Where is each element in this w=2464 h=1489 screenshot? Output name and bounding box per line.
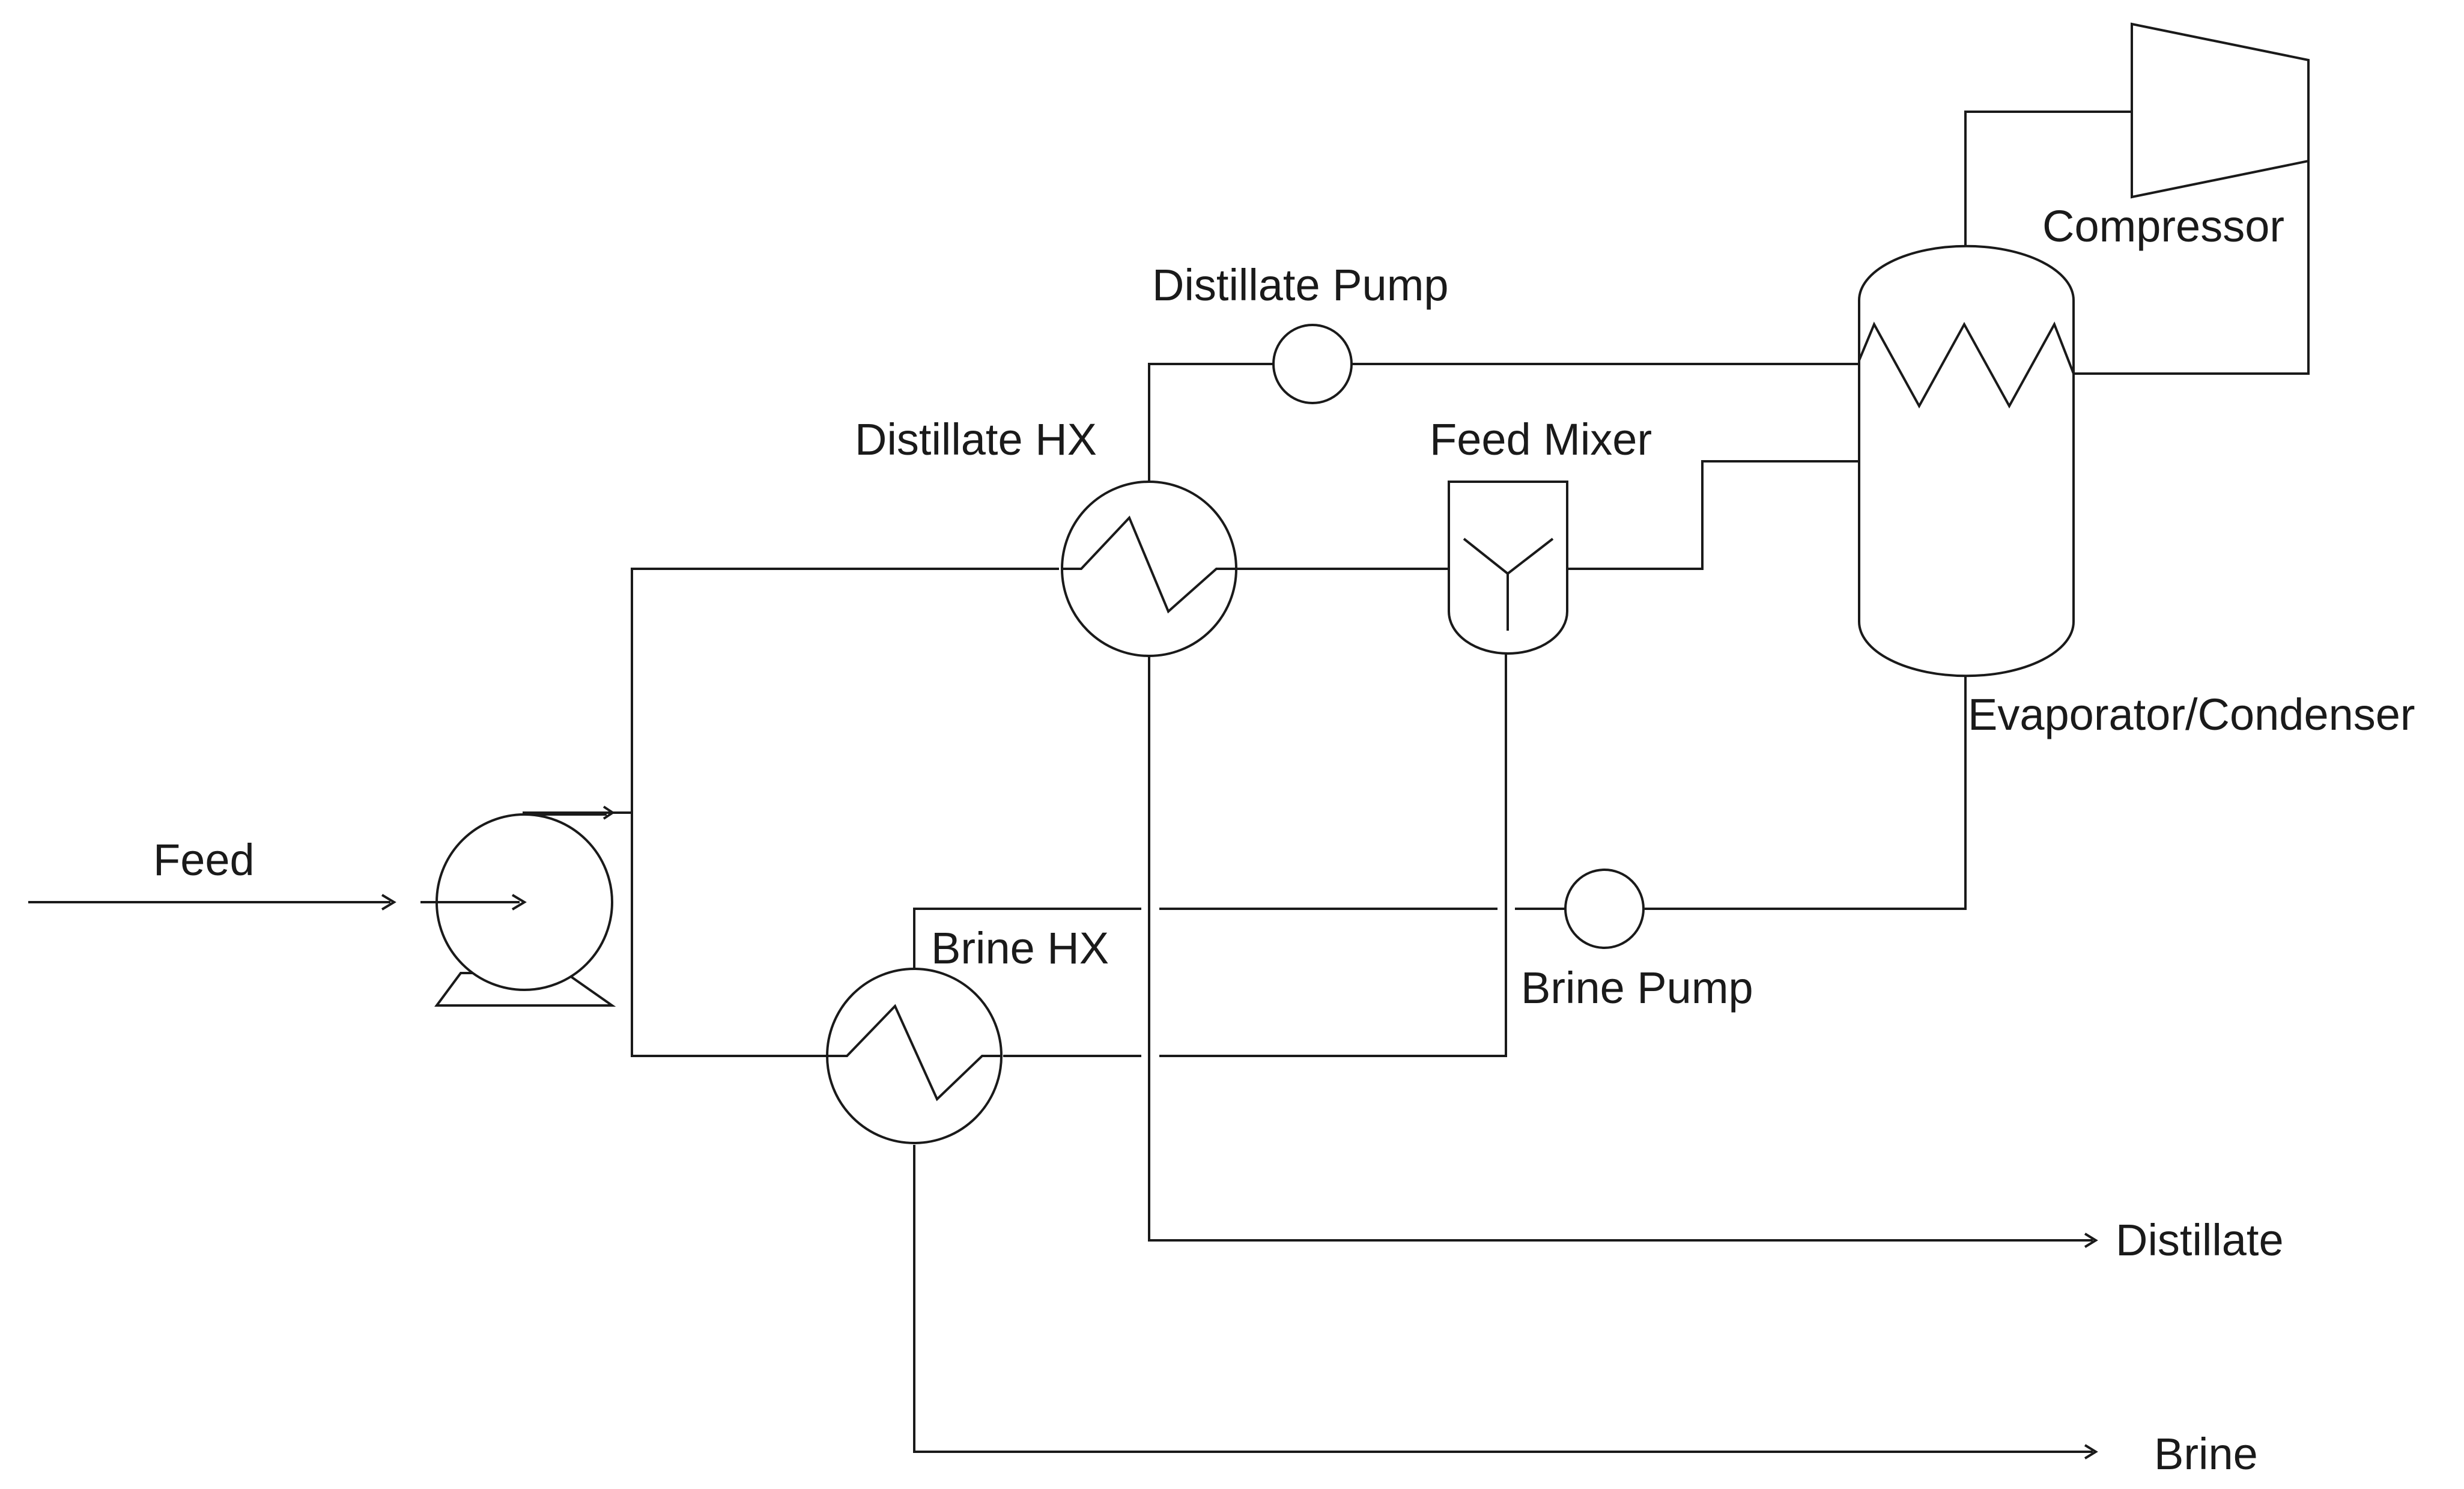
bhx-to-mixer-b — [1159, 654, 1507, 1057]
feed-label: Feed — [153, 835, 255, 885]
mixer-to-evaporator — [1567, 460, 1859, 570]
distillate-pump-label: Distillate Pump — [1152, 260, 1449, 310]
brine-pump-to-brine-hx-c — [913, 908, 1141, 968]
pump-discharge-arrow — [602, 805, 615, 820]
distillate-hx-label: Distillate HX — [855, 414, 1097, 464]
feed-mixer-label: Feed Mixer — [1430, 414, 1652, 464]
evaporator-to-brine-pump — [1645, 676, 1967, 910]
stream-lines — [28, 111, 2310, 1460]
feed-arrow — [381, 894, 396, 911]
brine-output-label: Brine — [2154, 1429, 2258, 1479]
compressor-icon — [2131, 22, 2310, 199]
distillate-output-label: Distillate — [2116, 1215, 2284, 1265]
distillate-pump-icon — [1272, 324, 1353, 404]
evaporator-to-compressor — [1964, 111, 2132, 247]
brine-hx-icon — [826, 968, 1003, 1144]
dhx-to-distillate-pump — [1148, 363, 1273, 482]
brine-pump-label: Brine Pump — [1521, 963, 1753, 1013]
feed-pump-icon — [420, 813, 616, 1007]
distillate-product-stream — [1148, 656, 2093, 1242]
feed-split — [631, 568, 1059, 1057]
vessel-icon — [1858, 244, 2075, 678]
distillate-arrow — [2084, 1233, 2098, 1248]
labels: Feed Distillate Pump Distillate HX Feed … — [153, 201, 2415, 1479]
evaporator-condenser-label: Evaporator/Condenser — [1968, 690, 2415, 739]
brine-product-stream — [913, 1145, 2093, 1453]
brine-pump-icon — [1564, 869, 1645, 949]
mixer-icon — [1448, 481, 1568, 655]
brine-arrow — [2084, 1444, 2098, 1460]
compressor-label: Compressor — [2042, 201, 2284, 251]
distillate-hx-icon — [1061, 481, 1237, 657]
brine-hx-label: Brine HX — [931, 923, 1109, 973]
compressor-to-condenser — [2074, 161, 2310, 375]
